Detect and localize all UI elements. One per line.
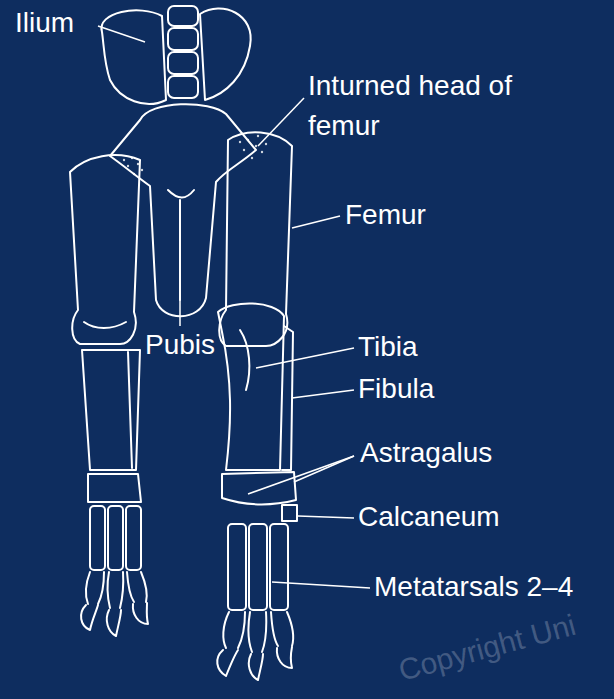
part-label: Inturned head of femur (308, 66, 518, 146)
part-label: Femur (345, 198, 426, 232)
part-label: Fibula (358, 372, 434, 406)
part-label: Astragalus (360, 436, 492, 470)
part-label: Ilium (15, 6, 74, 40)
part-label: Calcaneum (358, 500, 500, 534)
part-label: Tibia (358, 330, 418, 364)
part-label: Pubis (142, 328, 218, 362)
part-label: Metatarsals 2–4 (374, 570, 573, 604)
watermark: Copyright Uni (395, 608, 579, 688)
